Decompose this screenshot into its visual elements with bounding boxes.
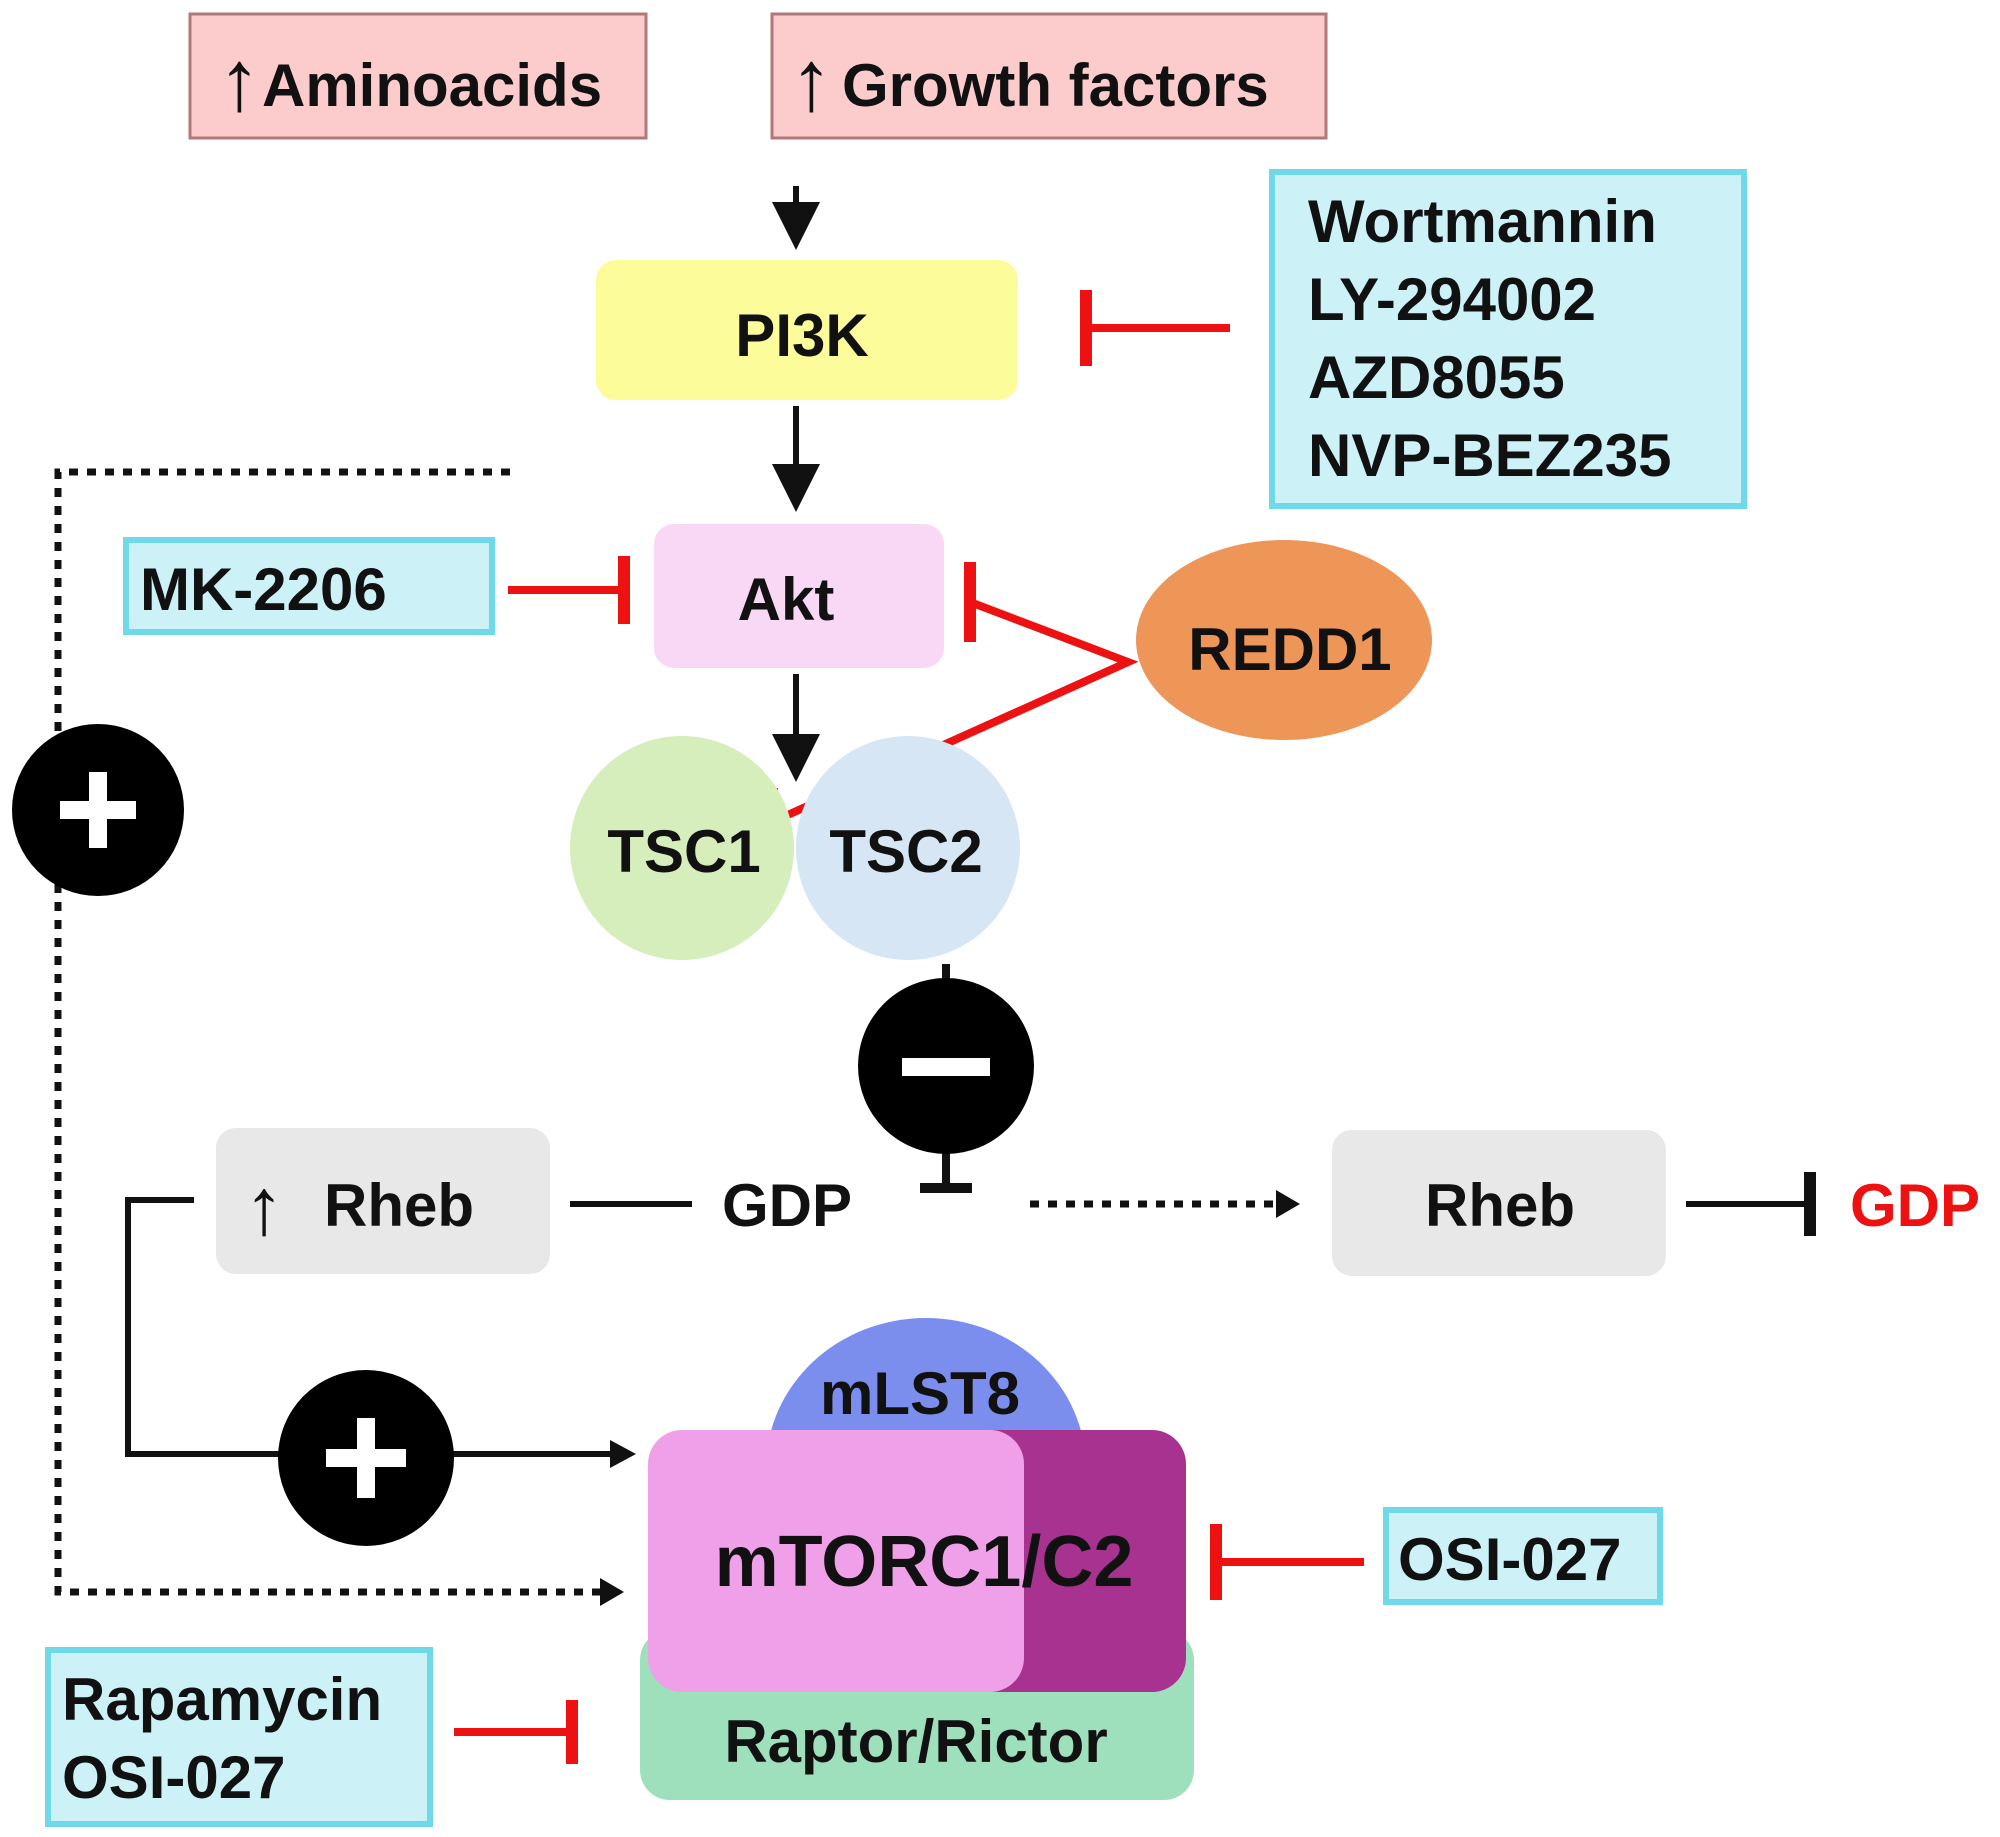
up-arrow-icon: ↑ (244, 1162, 284, 1251)
rapamycin-label: Rapamycin (62, 1666, 382, 1733)
plus-sign-feedback (12, 724, 184, 896)
rheb-active-node: ↑ Rheb (216, 1128, 550, 1274)
inhibit-line-raptor (454, 1700, 578, 1764)
minus-sign-tsc (858, 964, 1034, 1193)
akt-label: Akt (738, 566, 835, 633)
mtorc-front-block (648, 1430, 1024, 1692)
input-aminoacids: ↑ Aminoacids (188, 12, 648, 140)
osi027-raptor-label: OSI-027 (62, 1744, 285, 1811)
mlst8-label: mLST8 (820, 1360, 1020, 1427)
rheb-inactive-label: Rheb (1425, 1172, 1575, 1239)
pi3k-inhibitors-box: Wortmannin LY-294002 AZD8055 NVP-BEZ235 (1269, 169, 1747, 509)
tsc1-node: TSC1 (570, 736, 794, 960)
tsc1-label: TSC1 (607, 818, 760, 885)
up-arrow-icon: ↑ (790, 33, 833, 129)
growth-factors-label: Growth factors (842, 52, 1269, 119)
mtorc-label: mTORC1/C2 (715, 1522, 1134, 1602)
inhibitor-nvp-bez235: NVP-BEZ235 (1308, 422, 1671, 489)
redd1-node: REDD1 (1136, 540, 1432, 740)
plus-sign-rheb (278, 1370, 454, 1546)
inhibitor-wortmannin: Wortmannin (1308, 188, 1657, 255)
mtor-complex: mLST8 mTORC1/C2 Raptor/Rictor (640, 1318, 1194, 1800)
inhibitor-ly294002: LY-294002 (1308, 266, 1596, 333)
osi027-label: OSI-027 (1398, 1526, 1621, 1593)
inhibitor-azd8055: AZD8055 (1308, 344, 1565, 411)
gdp-active-label: GDP (722, 1172, 852, 1239)
tsc2-node: TSC2 (796, 736, 1020, 960)
inhibit-line-mtorc (1210, 1524, 1364, 1600)
pi3k-node: PI3K (596, 260, 1018, 400)
inhibit-line-rheb-gdp (1686, 1172, 1816, 1236)
redd1-label: REDD1 (1188, 616, 1391, 683)
gdp-inactive-label: GDP (1850, 1172, 1980, 1239)
rapamycin-box: Rapamycin OSI-027 (45, 1647, 433, 1827)
dotted-feedback-loop (54, 468, 624, 1606)
input-growth-factors: ↑ Growth factors (770, 12, 1328, 140)
inhibit-line-pi3k (1080, 290, 1230, 366)
aminoacids-label: Aminoacids (262, 52, 602, 119)
raptor-rictor-label: Raptor/Rictor (724, 1708, 1107, 1775)
rheb-inactive-node: Rheb (1332, 1130, 1666, 1276)
rheb-active-label: Rheb (324, 1172, 474, 1239)
up-arrow-icon: ↑ (218, 33, 261, 129)
osi027-box: OSI-027 (1383, 1507, 1663, 1605)
dotted-arrow-rheb-conversion (1030, 1190, 1300, 1218)
mk2206-label: MK-2206 (140, 556, 387, 623)
inhibit-line-akt (508, 556, 630, 624)
akt-node: Akt (654, 524, 944, 668)
tsc2-label: TSC2 (829, 818, 982, 885)
pi3k-label: PI3K (735, 302, 868, 369)
mk2206-box: MK-2206 (123, 537, 495, 635)
